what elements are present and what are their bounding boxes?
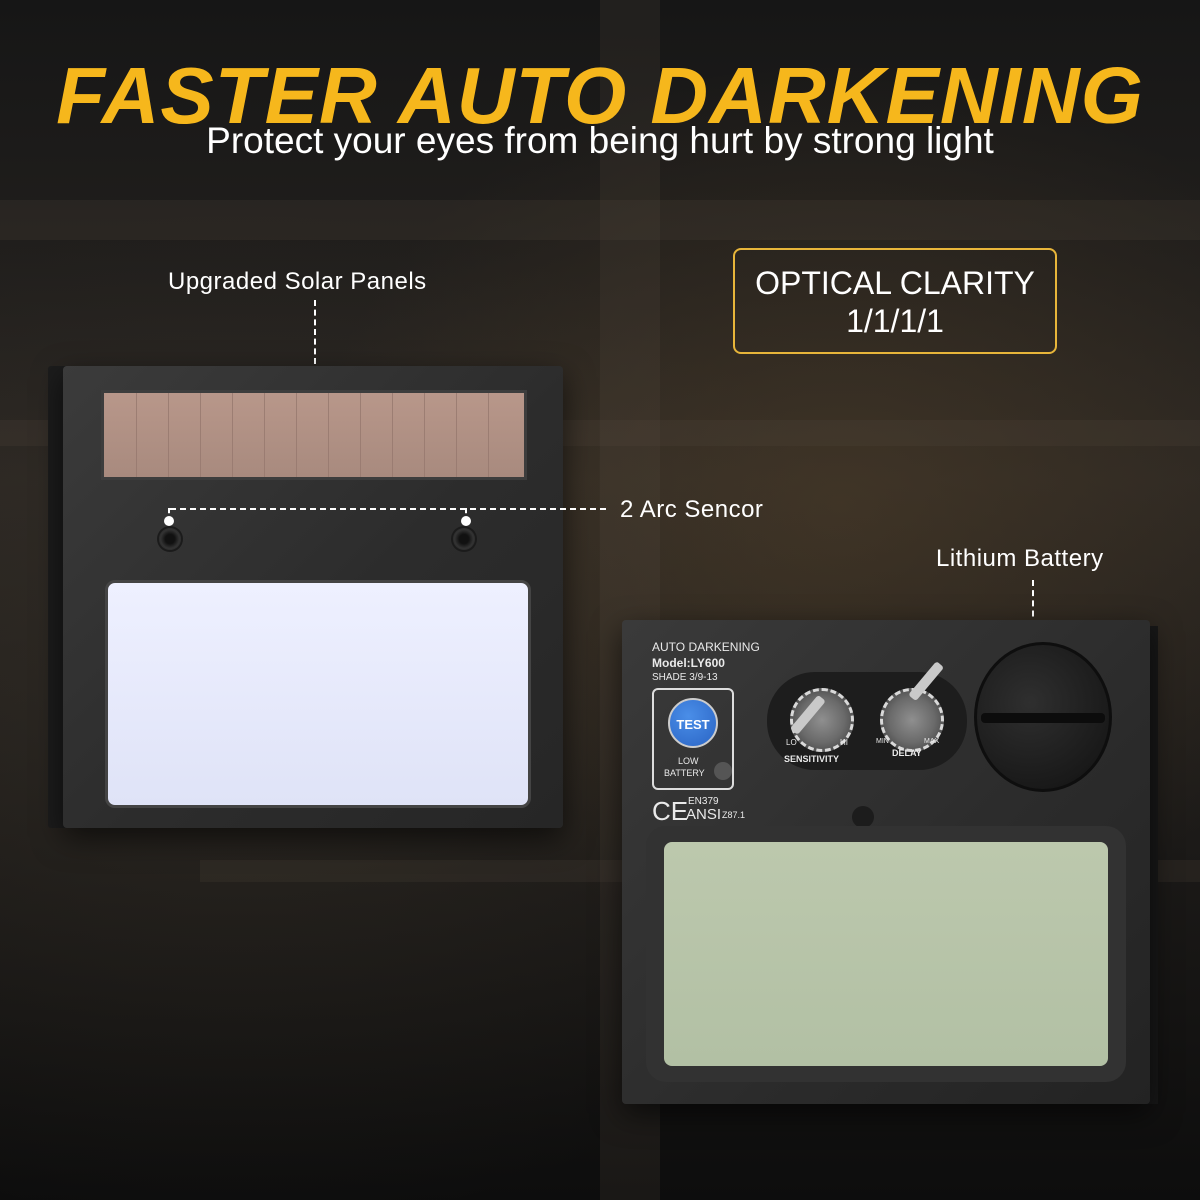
delay-min-label: MIN — [876, 738, 889, 745]
right-lens-frame — [646, 826, 1126, 1082]
shade-label: SHADE 3/9-13 — [652, 672, 718, 683]
left-cartridge-edge — [48, 366, 66, 828]
optical-clarity-box: OPTICAL CLARITY 1/1/1/1 — [733, 248, 1057, 354]
low-battery-label: LOW — [678, 756, 699, 766]
sensor-callout-line-left — [168, 508, 170, 522]
sensitivity-hi-label: HI — [840, 738, 848, 747]
solar-cell — [232, 393, 233, 477]
sensitivity-lo-label: LO — [786, 738, 797, 747]
optical-clarity-value: 1/1/1/1 — [846, 303, 944, 339]
battery-cap[interactable] — [974, 642, 1112, 792]
ce-mark: CE — [652, 796, 689, 826]
test-button[interactable]: TEST — [668, 698, 718, 748]
solar-cell — [200, 393, 201, 477]
model-label: Model:LY600 — [652, 656, 725, 670]
arc-sensor-left — [159, 528, 181, 550]
low-battery-label-2: BATTERY — [664, 768, 705, 778]
solar-cell — [168, 393, 169, 477]
sensor-callout-dot — [461, 516, 471, 526]
sensitivity-knob[interactable] — [789, 688, 854, 752]
right-lens-window — [664, 842, 1108, 1066]
arc-sensor-right — [453, 528, 475, 550]
solar-cell — [392, 393, 393, 477]
headline: FASTER AUTO DARKENING — [56, 51, 1144, 140]
background-beam — [0, 200, 1200, 240]
low-battery-led — [714, 762, 732, 780]
solar-cell — [488, 393, 489, 477]
subheadline: Protect your eyes from being hurt by str… — [206, 120, 994, 161]
test-panel: TEST LOW BATTERY — [652, 688, 734, 790]
delay-max-label: MAX — [924, 738, 940, 745]
left-filter-cartridge — [63, 366, 563, 828]
solar-cell — [424, 393, 425, 477]
solar-cell — [136, 393, 137, 477]
sensor-callout-line — [170, 508, 606, 510]
lithium-battery-callout: Lithium Battery — [936, 545, 1104, 572]
solar-panel-callout: Upgraded Solar Panels — [168, 268, 427, 295]
solar-cell — [328, 393, 329, 477]
solar-panel — [101, 390, 527, 480]
delay-label: DELAY — [892, 748, 922, 758]
solar-cell — [456, 393, 457, 477]
left-lens-window — [105, 580, 531, 808]
z87-label: Z87.1 — [722, 810, 746, 820]
auto-darkening-label: AUTO DARKENING — [652, 640, 760, 654]
solar-cell — [296, 393, 297, 477]
solar-cell — [264, 393, 265, 477]
battery-cap-slot — [981, 713, 1105, 723]
ansi-label: ANSI — [686, 806, 722, 823]
sensor-callout-dot — [164, 516, 174, 526]
right-filter-cartridge: AUTO DARKENING Model:LY600 SHADE 3/9-13 … — [622, 620, 1150, 1104]
en-standard-label: EN379 — [688, 796, 719, 807]
solar-callout-line — [314, 300, 316, 422]
sensor-callout-line-right — [465, 508, 467, 522]
optical-clarity-label: OPTICAL CLARITY — [755, 265, 1035, 301]
delay-knob[interactable] — [880, 661, 945, 752]
sensitivity-knob-pointer — [789, 694, 826, 735]
sensitivity-label: SENSITIVITY — [784, 754, 840, 764]
arc-sensor-callout: 2 Arc Sencor — [620, 496, 764, 523]
solar-cell — [360, 393, 361, 477]
mounting-hole — [852, 806, 874, 828]
